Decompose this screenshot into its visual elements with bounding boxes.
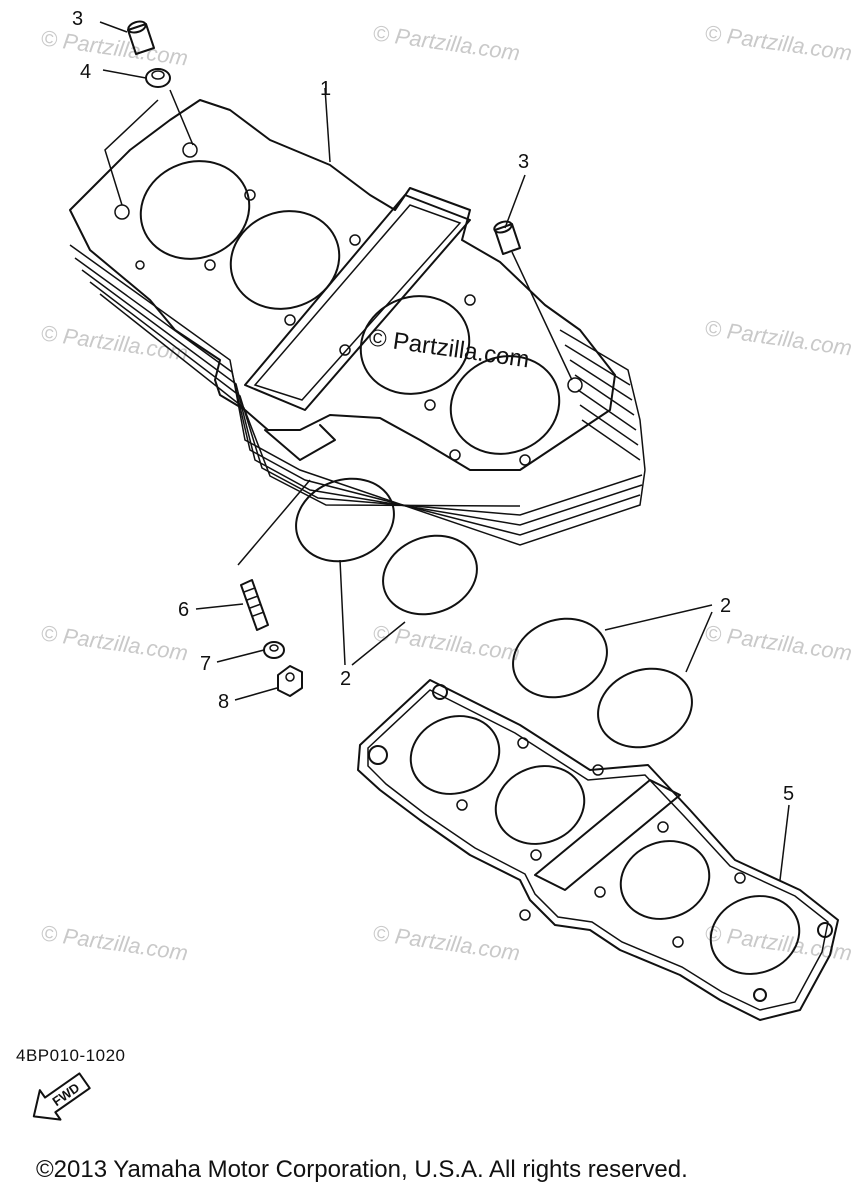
- callout-8: 8: [218, 691, 229, 713]
- cylinder-top-deck: [69, 99, 616, 471]
- dowel-pin-top: [127, 20, 155, 55]
- leader-lines: [99, 21, 790, 881]
- watermark-text: © Partzilla.com: [39, 620, 189, 665]
- washer: [263, 641, 285, 659]
- watermark-text: © Partzilla.com: [39, 25, 189, 70]
- diagram-code: 4BP010-1020: [16, 1046, 126, 1065]
- callout-7: 7: [200, 653, 211, 675]
- callout-5: 5: [783, 783, 794, 805]
- watermark-text: © Partzilla.com: [371, 920, 521, 965]
- watermark-text: © Partzilla.com: [371, 20, 521, 65]
- watermark-text: © Partzilla.com: [371, 620, 521, 665]
- o-ring: [295, 477, 395, 563]
- fwd-arrow-icon: FWD: [32, 1072, 91, 1121]
- bore-2: [229, 210, 341, 310]
- watermark-text: © Partzilla.com: [703, 620, 853, 665]
- o-ring: [597, 667, 693, 749]
- watermark-text: © Partzilla.com: [39, 320, 189, 365]
- copyright-notice: ©2013 Yamaha Motor Corporation, U.S.A. A…: [36, 1156, 688, 1183]
- o-ring: [382, 534, 478, 616]
- stud-bolt: [240, 579, 269, 631]
- watermark-text: © Partzilla.com: [703, 20, 853, 65]
- nut: [277, 665, 303, 697]
- lower-tab: [264, 424, 336, 461]
- bore-4: [449, 355, 561, 455]
- callout-6: 6: [178, 599, 189, 621]
- callout-4: 4: [80, 61, 91, 83]
- callout-3: 3: [72, 8, 83, 30]
- watermark-text: © Partzilla.com: [703, 315, 853, 360]
- intake-bar: [244, 194, 471, 411]
- center-watermark: © Partzilla.com: [367, 324, 531, 373]
- o-ring: [512, 617, 608, 699]
- bore-3: [359, 295, 471, 395]
- seal-washer: [145, 68, 171, 88]
- callout-2: 2: [720, 595, 731, 617]
- bore-1: [139, 160, 251, 260]
- callout-1: 1: [320, 78, 331, 100]
- callout-3: 3: [518, 151, 529, 173]
- base-gasket: [357, 679, 839, 1021]
- watermark-layer: © Partzilla.com © Partzilla.com © Partzi…: [39, 20, 853, 965]
- bolt-holes: [114, 142, 583, 466]
- callouts: 1 3 4 3 6 7 8 2 2 5: [72, 8, 794, 805]
- watermark-text: © Partzilla.com: [39, 920, 189, 965]
- callout-2: 2: [340, 668, 351, 690]
- cylinder-block: [69, 99, 646, 546]
